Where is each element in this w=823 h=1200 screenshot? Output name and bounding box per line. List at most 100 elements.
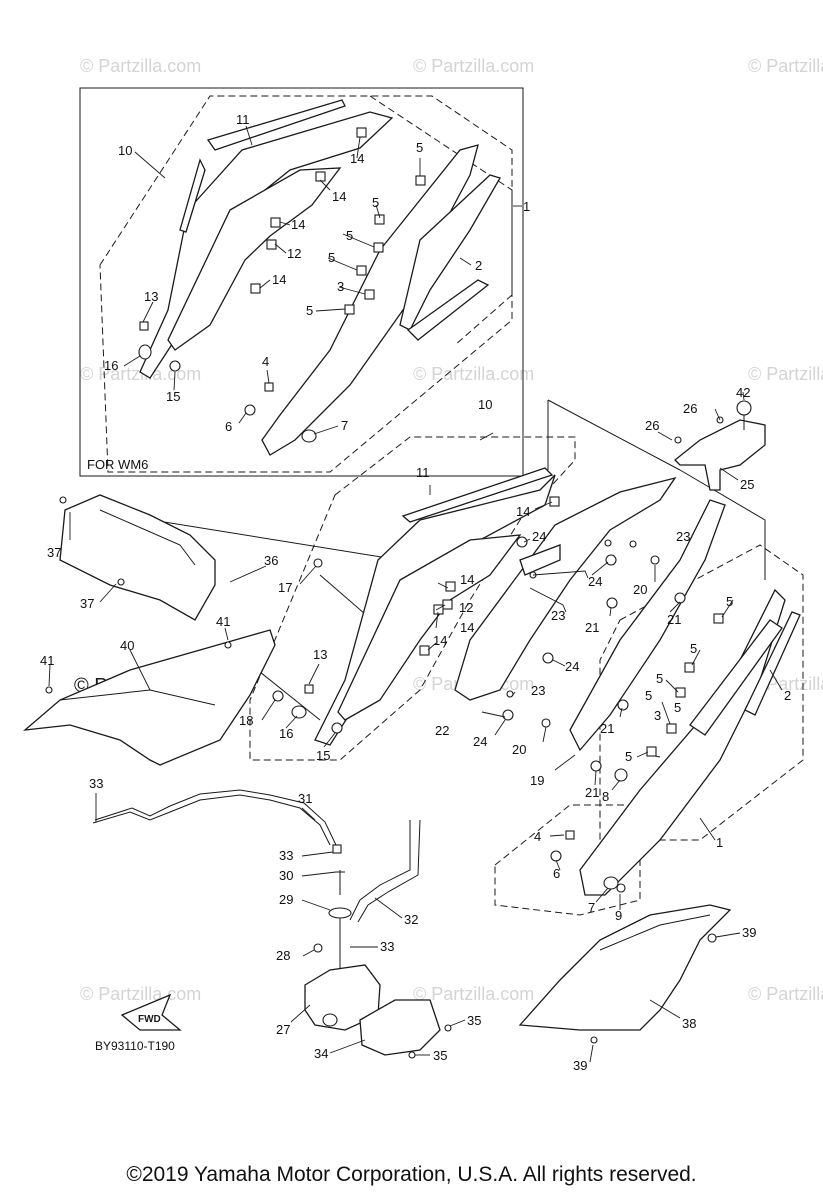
washer-15 bbox=[331, 722, 343, 734]
nut-8 bbox=[614, 768, 628, 782]
callout: 33 bbox=[89, 776, 103, 791]
screw-6 bbox=[550, 850, 562, 862]
callout: 23 bbox=[551, 608, 565, 623]
inset-group: 10 11 1 2 3 5 5 5 5 5 14 14 14 12 14 13 … bbox=[79, 87, 530, 477]
callout: 10 bbox=[478, 397, 492, 412]
callout: 5 bbox=[306, 303, 313, 318]
watermark: © Partzilla.com bbox=[748, 364, 823, 384]
callout: 21 bbox=[667, 612, 681, 627]
watermark: © Partzilla.com bbox=[748, 984, 823, 1004]
callout: 14 bbox=[350, 151, 364, 166]
callout: 4 bbox=[534, 829, 541, 844]
callout: 35 bbox=[467, 1013, 481, 1028]
callout: 15 bbox=[166, 389, 180, 404]
main-callouts: 10 11 26 26 42 25 37 36 37 41 40 41 17 1… bbox=[40, 385, 791, 1073]
inset-strip-2 bbox=[406, 279, 490, 341]
callout: 22 bbox=[435, 723, 449, 738]
callout: 12 bbox=[287, 246, 301, 261]
callout: 5 bbox=[372, 195, 379, 210]
inset-tail-strip-11 bbox=[206, 99, 346, 151]
callout: 21 bbox=[600, 721, 614, 736]
screw-23 bbox=[604, 539, 612, 547]
inset-clip-14 bbox=[250, 283, 261, 294]
clip-14 bbox=[549, 496, 560, 507]
callout: 41 bbox=[40, 653, 54, 668]
callout: 14 bbox=[332, 189, 346, 204]
inset-clip-12 bbox=[266, 239, 277, 250]
callout: 5 bbox=[328, 250, 335, 265]
hose-32-edge bbox=[357, 819, 421, 923]
side-cover-36 bbox=[59, 494, 216, 621]
callout: 21 bbox=[585, 620, 599, 635]
inset-screw-6 bbox=[244, 404, 256, 416]
callout: 27 bbox=[276, 1022, 290, 1037]
clip-12 bbox=[433, 604, 444, 615]
callout: 33 bbox=[380, 939, 394, 954]
screw-35 bbox=[408, 1051, 416, 1059]
cover-38-ridge bbox=[599, 914, 711, 951]
screw-35 bbox=[444, 1024, 452, 1032]
screw-21 bbox=[674, 592, 686, 604]
tail-strip-11 bbox=[401, 467, 554, 523]
fwd-arrow-icon bbox=[120, 993, 182, 1031]
watermark: © Partzilla.com bbox=[413, 56, 534, 76]
callout: 7 bbox=[341, 418, 348, 433]
group-10-outline bbox=[249, 436, 576, 761]
inset-leaders bbox=[123, 125, 522, 435]
callout: 25 bbox=[740, 477, 754, 492]
screw-23 bbox=[629, 540, 637, 548]
clip-5 bbox=[675, 687, 686, 698]
callout: 5 bbox=[726, 594, 733, 609]
callout: 33 bbox=[279, 848, 293, 863]
callout: 26 bbox=[683, 401, 697, 416]
inset-clip-5 bbox=[373, 242, 384, 253]
inner-panel-22 bbox=[454, 476, 677, 701]
callout: 24 bbox=[473, 734, 487, 749]
callout: 14 bbox=[291, 217, 305, 232]
callout: 26 bbox=[645, 418, 659, 433]
callout: 2 bbox=[475, 258, 482, 273]
clip-5 bbox=[713, 613, 724, 624]
inset-clip-5 bbox=[344, 304, 355, 315]
callout: 36 bbox=[264, 553, 278, 568]
callout: 24 bbox=[532, 529, 546, 544]
clip-5 bbox=[646, 746, 657, 757]
callout: 14 bbox=[433, 633, 447, 648]
callout: 37 bbox=[47, 545, 61, 560]
callout: 5 bbox=[656, 671, 663, 686]
screw-24 bbox=[542, 652, 554, 664]
callout: 35 bbox=[433, 1048, 447, 1063]
callout: 3 bbox=[654, 708, 661, 723]
callout: 5 bbox=[690, 641, 697, 656]
rear-cover-inner bbox=[337, 534, 522, 721]
watermark: © Partzilla.com bbox=[413, 364, 534, 384]
callout: 15 bbox=[316, 748, 330, 763]
callout: 13 bbox=[313, 647, 327, 662]
inset-washer-15 bbox=[169, 360, 181, 372]
assembly-lines bbox=[547, 399, 766, 580]
callout: 5 bbox=[625, 749, 632, 764]
inset-clip-14 bbox=[315, 171, 326, 182]
inset-grommet-7 bbox=[301, 429, 317, 443]
callout: 39 bbox=[573, 1058, 587, 1073]
screw-24 bbox=[605, 554, 617, 566]
cap-42 bbox=[736, 400, 752, 416]
screw-20 bbox=[541, 718, 551, 728]
nut-4 bbox=[565, 830, 575, 840]
side-cover-38 bbox=[518, 904, 732, 1031]
screw-37 bbox=[59, 496, 67, 504]
callout: 20 bbox=[512, 742, 526, 757]
canister-34 bbox=[359, 999, 441, 1056]
inset-label: FOR WM6 bbox=[87, 457, 149, 472]
callout: 39 bbox=[742, 925, 756, 940]
side-cover-1 bbox=[579, 588, 786, 896]
inset-clip-14 bbox=[270, 217, 281, 228]
screw-39 bbox=[707, 933, 717, 943]
callout: 2 bbox=[784, 688, 791, 703]
callout: 11 bbox=[416, 465, 430, 480]
callout: 20 bbox=[633, 582, 647, 597]
callout: 31 bbox=[298, 791, 312, 806]
screw-41 bbox=[224, 641, 232, 649]
fwd-label: FWD bbox=[138, 1014, 161, 1025]
screw-24 bbox=[516, 536, 528, 548]
